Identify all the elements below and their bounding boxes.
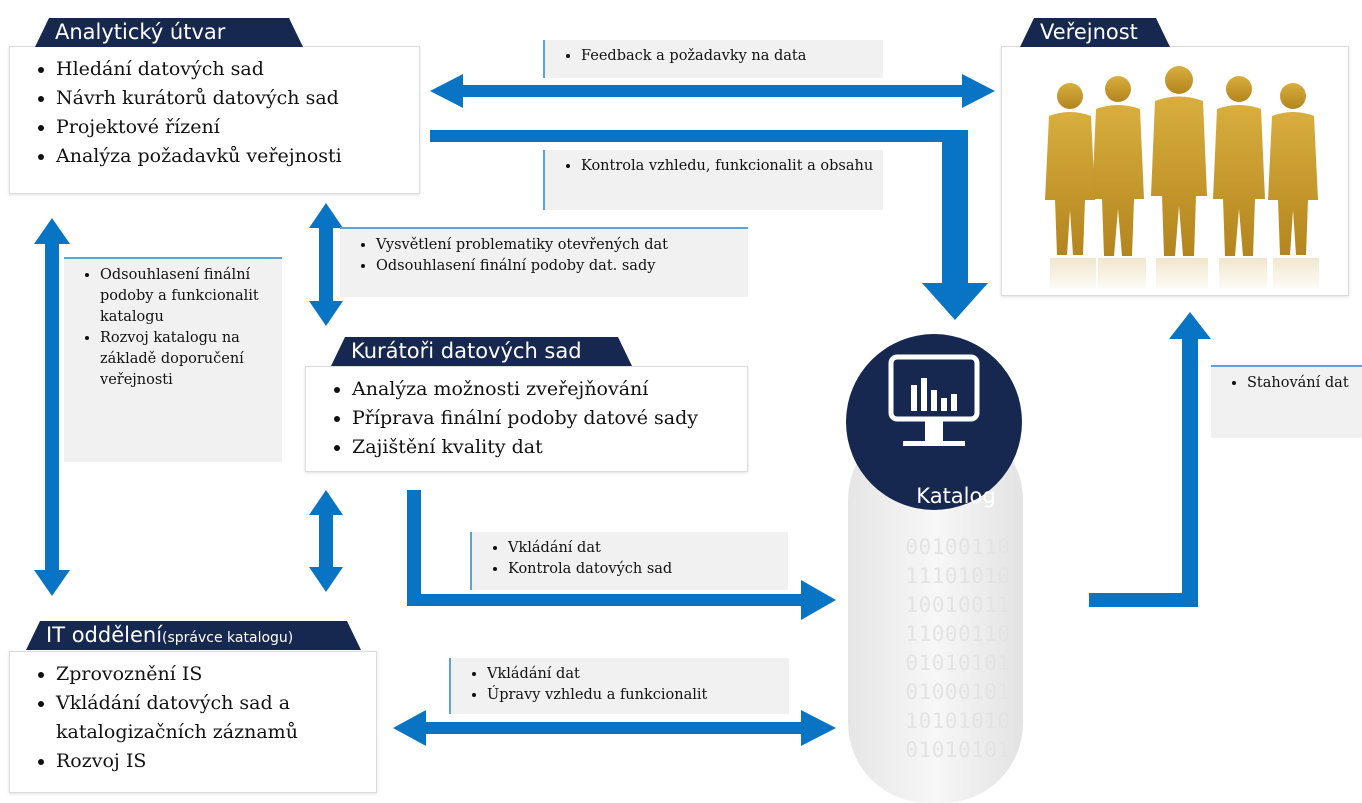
binary-line: 11101010	[905, 564, 1010, 588]
it-title: IT oddělení	[46, 623, 163, 647]
insert-it-note: Vkládání dat Úpravy vzhledu a funkcional…	[449, 658, 789, 714]
download-note-item: Stahování dat	[1247, 373, 1354, 394]
binary-line: 00100110	[905, 535, 1010, 559]
it-item: Vkládání datových sad a katalogizačních …	[56, 689, 366, 747]
analytic-it-arrow	[34, 218, 70, 596]
binary-line: 10010011	[905, 593, 1010, 617]
analytic-title: Analytický útvar	[55, 20, 226, 44]
curators-item: Analýza možnosti zveřejňování	[352, 375, 737, 404]
curators-item: Zajištění kvality dat	[352, 433, 737, 462]
curators-box: Analýza možnosti zveřejňování Příprava f…	[305, 366, 748, 472]
catalog-binary: 00100110 11101010 10010011 11000110 01010101…	[905, 535, 1010, 762]
it-catalog-arrow	[393, 710, 836, 746]
approve-note-item: Rozvoj katalogu na základě doporučení ve…	[100, 328, 274, 391]
analytic-header: Analytický útvar	[35, 18, 303, 47]
insert-it-note-item: Úpravy vzhledu a funkcionalit	[487, 685, 781, 706]
approve-note-item: Odsouhlasení finální podoby a funkcional…	[100, 265, 274, 328]
public-header: Veřejnost	[1020, 18, 1170, 47]
public-box	[1001, 46, 1349, 296]
public-title: Veřejnost	[1040, 20, 1138, 44]
binary-line: 10101010	[905, 709, 1010, 733]
it-header: IT oddělení(správce katalogu)	[26, 621, 361, 650]
feedback-arrow	[430, 74, 995, 108]
control-note: Kontrola vzhledu, funkcionalit a obsahu	[543, 150, 883, 210]
people-silhouettes	[1045, 66, 1318, 256]
curators-title: Kurátoři datových sad	[351, 339, 582, 363]
curators-item: Příprava finální podoby datové sady	[352, 404, 737, 433]
download-note: Stahování dat	[1211, 365, 1362, 438]
it-item: Rozvoj IS	[56, 747, 366, 776]
feedback-note: Feedback a požadavky na data	[543, 40, 883, 78]
it-subtitle: (správce katalogu)	[162, 630, 294, 646]
analytic-item: Hledání datových sad	[56, 55, 409, 84]
curators-it-arrow	[309, 490, 343, 592]
it-box: Zprovoznění IS Vkládání datových sad a k…	[9, 651, 377, 793]
insert-it-note-item: Vkládání dat	[487, 664, 781, 685]
explain-note: Vysvětlení problematiky otevřených dat O…	[340, 227, 748, 297]
approve-note: Odsouhlasení finální podoby a funkcional…	[64, 257, 282, 462]
binary-line: 01010101	[905, 651, 1010, 675]
catalog-cylinder	[848, 420, 1023, 803]
explain-note-item: Odsouhlasení finální podoby dat. sady	[376, 256, 740, 277]
binary-line: 01010101	[905, 738, 1010, 762]
monitor-chart-icon	[888, 354, 980, 446]
binary-line: 11000110	[905, 622, 1010, 646]
insert-arrow	[407, 490, 836, 620]
insert-note-item: Kontrola datových sad	[508, 559, 780, 580]
it-item: Zprovoznění IS	[56, 660, 366, 689]
insert-note-item: Vkládání dat	[508, 538, 780, 559]
control-note-item: Kontrola vzhledu, funkcionalit a obsahu	[581, 156, 875, 177]
analytic-curators-arrow	[309, 203, 343, 326]
analytic-box: Hledání datových sad Návrh kurátorů dato…	[9, 46, 420, 194]
analytic-item: Analýza požadavků veřejnosti	[56, 142, 409, 171]
explain-note-item: Vysvětlení problematiky otevřených dat	[376, 235, 740, 256]
feedback-note-item: Feedback a požadavky na data	[581, 46, 875, 67]
insert-note: Vkládání dat Kontrola datových sad	[470, 532, 788, 590]
binary-line: 01000101	[905, 680, 1010, 704]
download-arrow	[1089, 312, 1211, 607]
curators-header: Kurátoři datových sad	[331, 337, 632, 366]
analytic-item: Návrh kurátorů datových sad	[56, 84, 409, 113]
catalog-label: Katalog	[916, 484, 995, 508]
analytic-item: Projektové řízení	[56, 113, 409, 142]
